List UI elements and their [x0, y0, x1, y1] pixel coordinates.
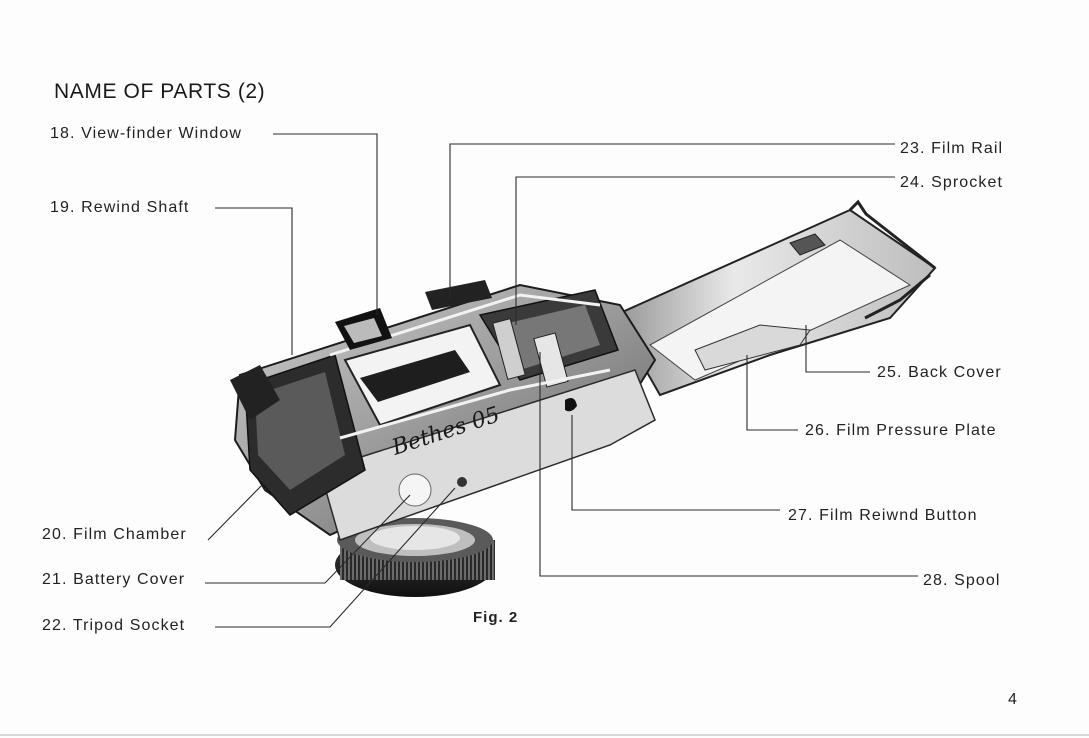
leader-line-film-pressure-plate	[747, 355, 798, 430]
leader-line-rewind-shaft	[215, 208, 292, 355]
page-edge	[0, 734, 1089, 736]
figure-caption: Fig. 2	[473, 609, 518, 626]
camera-body-shape: Bethes 05	[230, 280, 655, 540]
page-number: 4	[1008, 691, 1017, 709]
leader-line-view-finder-window	[273, 134, 377, 315]
leader-line-film-chamber	[208, 482, 265, 540]
